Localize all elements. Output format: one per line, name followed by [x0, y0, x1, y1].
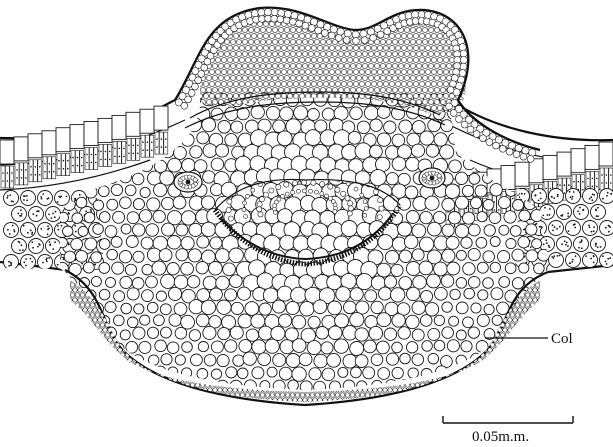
col-label: Col — [551, 331, 573, 347]
scale-bar-label: 0.05m.m. — [472, 429, 529, 445]
scale-bar: 0.05m.m. — [443, 416, 573, 445]
left-lateral-bundle — [174, 172, 202, 192]
right-lateral-bundle — [419, 168, 445, 188]
